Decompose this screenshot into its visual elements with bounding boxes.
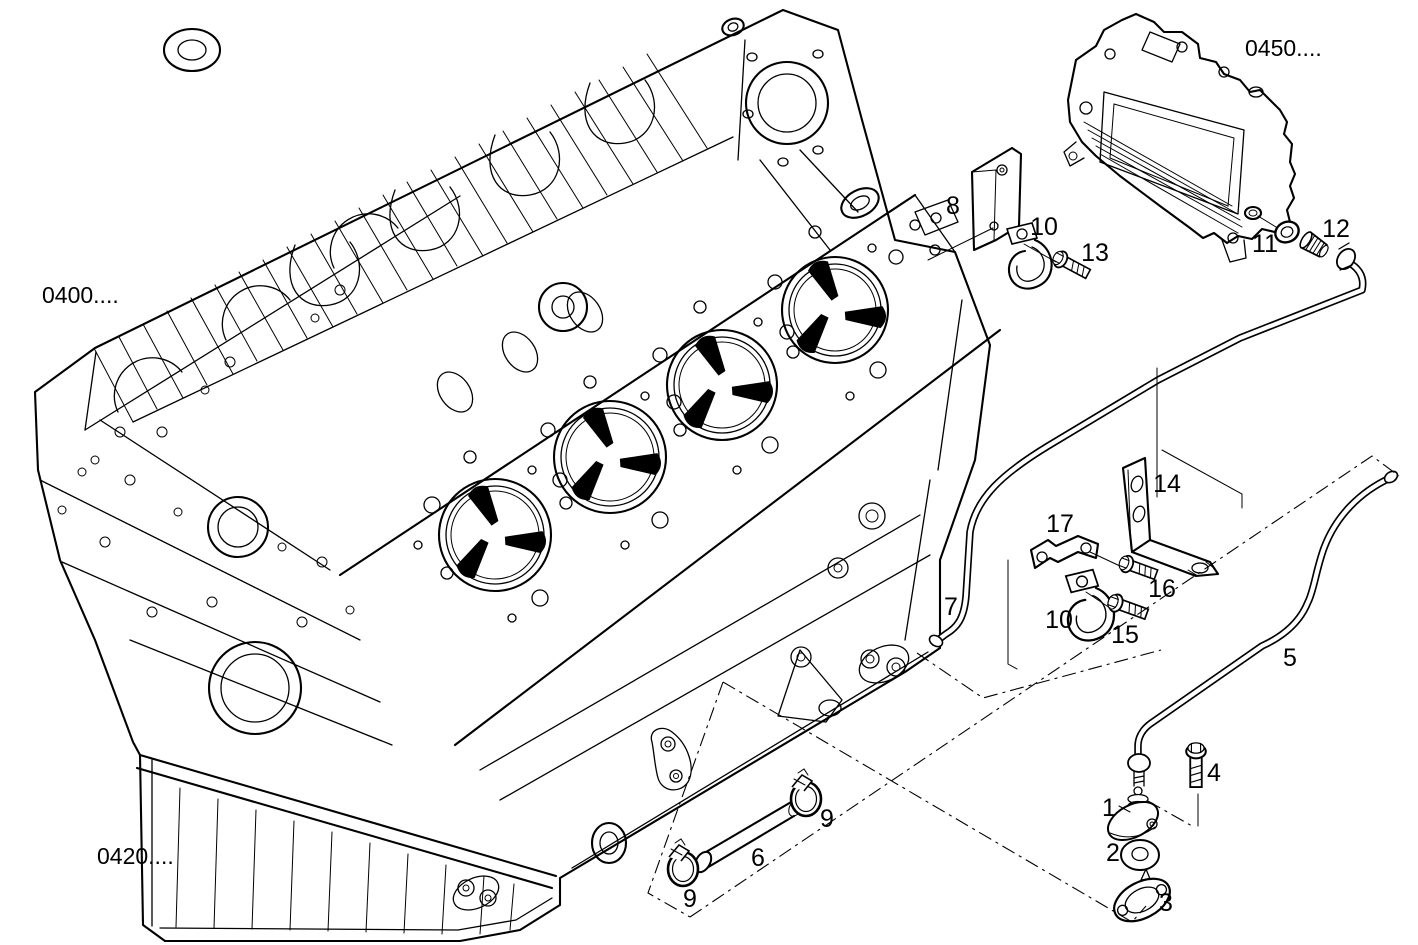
pipe-5-union-nut (1127, 753, 1151, 773)
part-9-clamp-left (666, 837, 700, 888)
part-2-washer (1120, 839, 1160, 881)
part-label-13: 13 (1081, 239, 1109, 267)
part-9-clamp-right (789, 767, 823, 818)
cylinder-bores (437, 255, 890, 593)
part-label-14: 14 (1153, 470, 1181, 498)
part-4-bolt (1185, 741, 1207, 789)
part-label-7: 7 (944, 593, 958, 621)
oil-pipe-7 (928, 242, 1367, 648)
cooler-oil-port (1243, 205, 1263, 221)
part-label-5: 5 (1283, 644, 1297, 672)
part-17-bracket (1029, 534, 1100, 570)
pipe-5-open-end (1383, 470, 1399, 484)
part-label-8: 8 (946, 192, 960, 220)
front-face-holes (57, 426, 355, 628)
part-6-hose (693, 796, 804, 874)
part-3-gasket (1113, 877, 1171, 923)
ref-label-0450: 0450.... (1245, 35, 1322, 61)
part-11-seal-washer (1274, 220, 1300, 244)
part-label-10-bottom: 10 (1045, 606, 1073, 634)
part-label-9-right: 9 (820, 805, 834, 833)
deck-holes (413, 219, 941, 623)
part-14-bracket (1121, 456, 1220, 578)
leader-lines (927, 215, 1277, 827)
pipe-7-open-end (928, 634, 944, 648)
part-15-bolt (1104, 591, 1151, 624)
engine-block-drawing (33, 8, 1002, 943)
pipe-7-union-nut (1336, 247, 1356, 271)
part-label-1: 1 (1102, 794, 1116, 822)
part-label-10-top: 10 (1030, 213, 1058, 241)
part-label-6: 6 (751, 844, 765, 872)
labels: 0400.... 0420.... 0450.... 1 2 3 4 5 6 7… (42, 35, 1350, 917)
oil-cooler-drawing (1063, 12, 1297, 263)
part-label-3: 3 (1159, 889, 1173, 917)
phantom-lines (647, 455, 1400, 923)
part-label-12: 12 (1322, 215, 1350, 243)
part-1-fitting (1107, 786, 1159, 841)
oil-pan (135, 753, 628, 935)
part-8-bracket (970, 146, 1023, 252)
part-label-4: 4 (1207, 759, 1221, 787)
part-label-16: 16 (1148, 575, 1176, 603)
part-12-threaded-fitting (1299, 231, 1329, 258)
ref-label-0400: 0400.... (42, 282, 119, 308)
part-10-clamp-bottom (1064, 568, 1116, 642)
part-label-17: 17 (1046, 510, 1074, 538)
oil-pipe-5 (1127, 470, 1399, 787)
part-label-15: 15 (1111, 621, 1139, 649)
part-label-2: 2 (1106, 839, 1120, 867)
part-label-9-left: 9 (683, 885, 697, 913)
part-label-11: 11 (1252, 230, 1278, 258)
ref-label-0420: 0420.... (97, 843, 174, 869)
